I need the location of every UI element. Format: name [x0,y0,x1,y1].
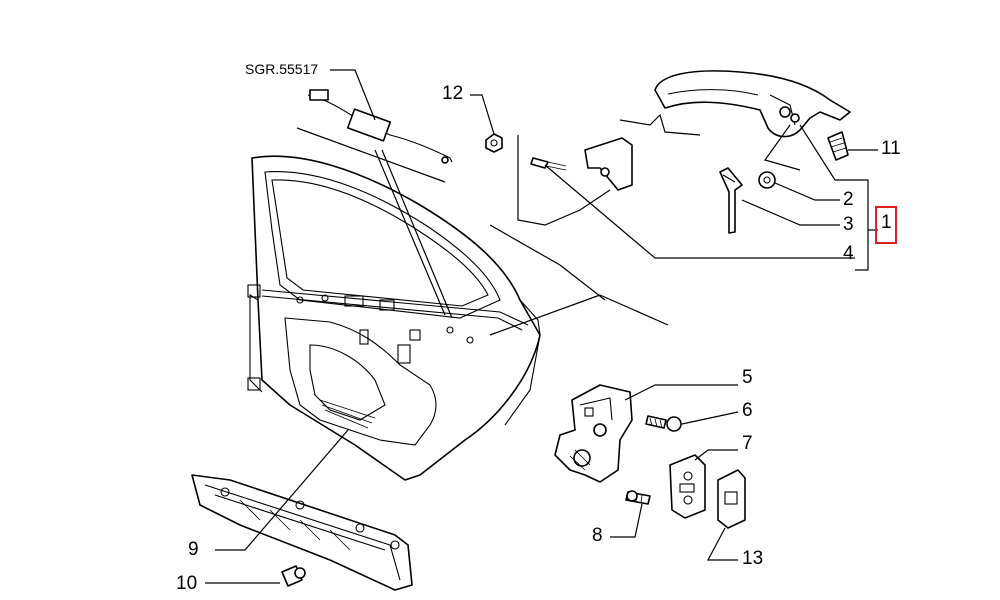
callout-10: 10 [176,573,198,594]
trim-clip [281,565,306,587]
door-trim-strip [191,474,413,591]
striker-shim [717,469,746,529]
alignment-lines [296,127,669,336]
exterior-handle [654,70,851,138]
callout-4: 4 [843,243,854,264]
rear-door-panel [247,155,541,481]
grommet [758,171,776,189]
callout-9: 9 [188,539,199,560]
lock-rod [719,167,743,234]
callout-1-highlight [875,206,897,244]
callout-1: 1 [881,212,892,233]
striker-plate [669,454,706,519]
leader-lines [205,69,878,584]
callout-13: 13 [742,548,764,569]
door-lock-mechanism [554,384,633,483]
callout-12: 12 [442,83,464,104]
handle-break-line [619,113,701,136]
handle-plug [827,131,849,161]
callout-5: 5 [742,367,753,388]
lock-cable-assembly [307,89,453,164]
striker-screw [625,490,651,505]
callout-11: 11 [881,138,901,159]
nut [485,133,503,153]
callout-3: 3 [843,214,854,235]
callout-6: 6 [742,400,753,421]
callout-8: 8 [592,525,603,546]
callout-2: 2 [843,189,854,210]
callout-7: 7 [742,433,753,454]
reference-code-label: SGR.55517 [245,61,319,77]
handle-bracket [530,137,633,191]
lock-screw [645,415,682,432]
